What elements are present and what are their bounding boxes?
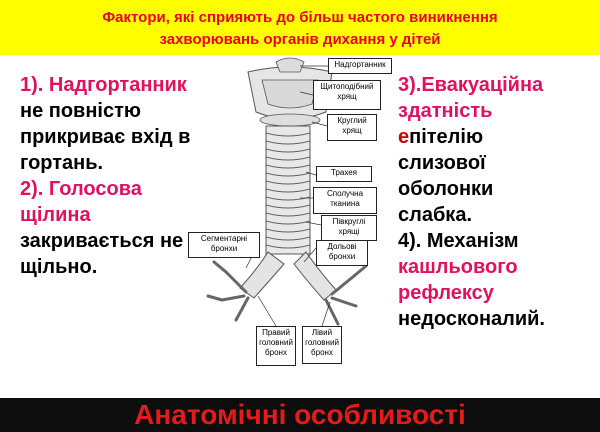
label-dolovi-bronkhy: Дольові бронхи bbox=[316, 240, 368, 266]
right-line-3-rest: пітелію bbox=[409, 126, 484, 148]
label-spoluchna-tkanyna: Сполучна тканина bbox=[313, 187, 377, 214]
epiglottis-shape bbox=[275, 57, 305, 73]
left-line-2: не повністю bbox=[20, 100, 141, 122]
label-nadhortannyk: Надгортанник bbox=[328, 58, 392, 74]
left-line-6: щілина bbox=[20, 204, 91, 226]
right-line-5: оболонки bbox=[398, 178, 494, 200]
label-kruhlyi-khriashch: Круглий хрящ bbox=[327, 114, 377, 141]
label-pravyi-holovnyi-bronkh: Правий головний бронх bbox=[256, 326, 296, 366]
left-line-5: 2). Голосова bbox=[20, 178, 142, 200]
right-line-9: рефлексу bbox=[398, 282, 494, 304]
header-banner: Фактори, які сприяють до більш частого в… bbox=[0, 0, 600, 55]
right-line-7: 4). Механізм bbox=[398, 230, 519, 252]
right-main-bronchus-shape bbox=[239, 251, 285, 299]
footer-banner: Анатомічні особливості bbox=[0, 398, 600, 432]
header-title-line1: Фактори, які сприяють до більш частого в… bbox=[102, 9, 498, 26]
label-livyi-holovnyi-bronkh: Лівий головний бронх bbox=[302, 326, 342, 364]
segmental-bronchi bbox=[206, 260, 368, 326]
left-line-8: щільно. bbox=[20, 256, 98, 278]
right-line-4: слизової bbox=[398, 152, 486, 174]
left-line-3: прикриває вхід в bbox=[20, 126, 191, 148]
thyroid-cartilage-shape bbox=[261, 79, 319, 109]
left-line-4: гортань. bbox=[20, 152, 104, 174]
right-line-6: слабка. bbox=[398, 204, 472, 226]
right-line-2: здатність bbox=[398, 100, 493, 122]
label-trakheia: Трахея bbox=[316, 166, 372, 182]
right-line-1: 3).Евакуаційна bbox=[398, 74, 544, 96]
label-sehmentarni-bronkhy: Сегментарні бронхи bbox=[188, 232, 260, 258]
footer-title: Анатомічні особливості bbox=[134, 399, 466, 430]
left-line-1: 1). Надгортанник bbox=[20, 74, 187, 96]
trachea-shape bbox=[265, 125, 311, 255]
left-main-bronchus-shape bbox=[293, 251, 337, 301]
header-title-line2: захворювань органів дихання у дітей bbox=[159, 31, 441, 48]
label-pivkruhli-khriashchi: Півкруглі хрящі bbox=[321, 215, 377, 241]
left-line-7: закривається не bbox=[20, 230, 184, 252]
right-line-8: кашльового bbox=[398, 256, 518, 278]
right-line-3-initial: е bbox=[398, 126, 410, 148]
label-shchytopodibnyi-khriashch: Щитоподібний хрящ bbox=[313, 80, 381, 110]
right-line-10: недосконалий. bbox=[398, 308, 545, 330]
cricoid-cartilage-shape bbox=[259, 113, 321, 127]
right-line-3: епітелію bbox=[398, 124, 483, 150]
